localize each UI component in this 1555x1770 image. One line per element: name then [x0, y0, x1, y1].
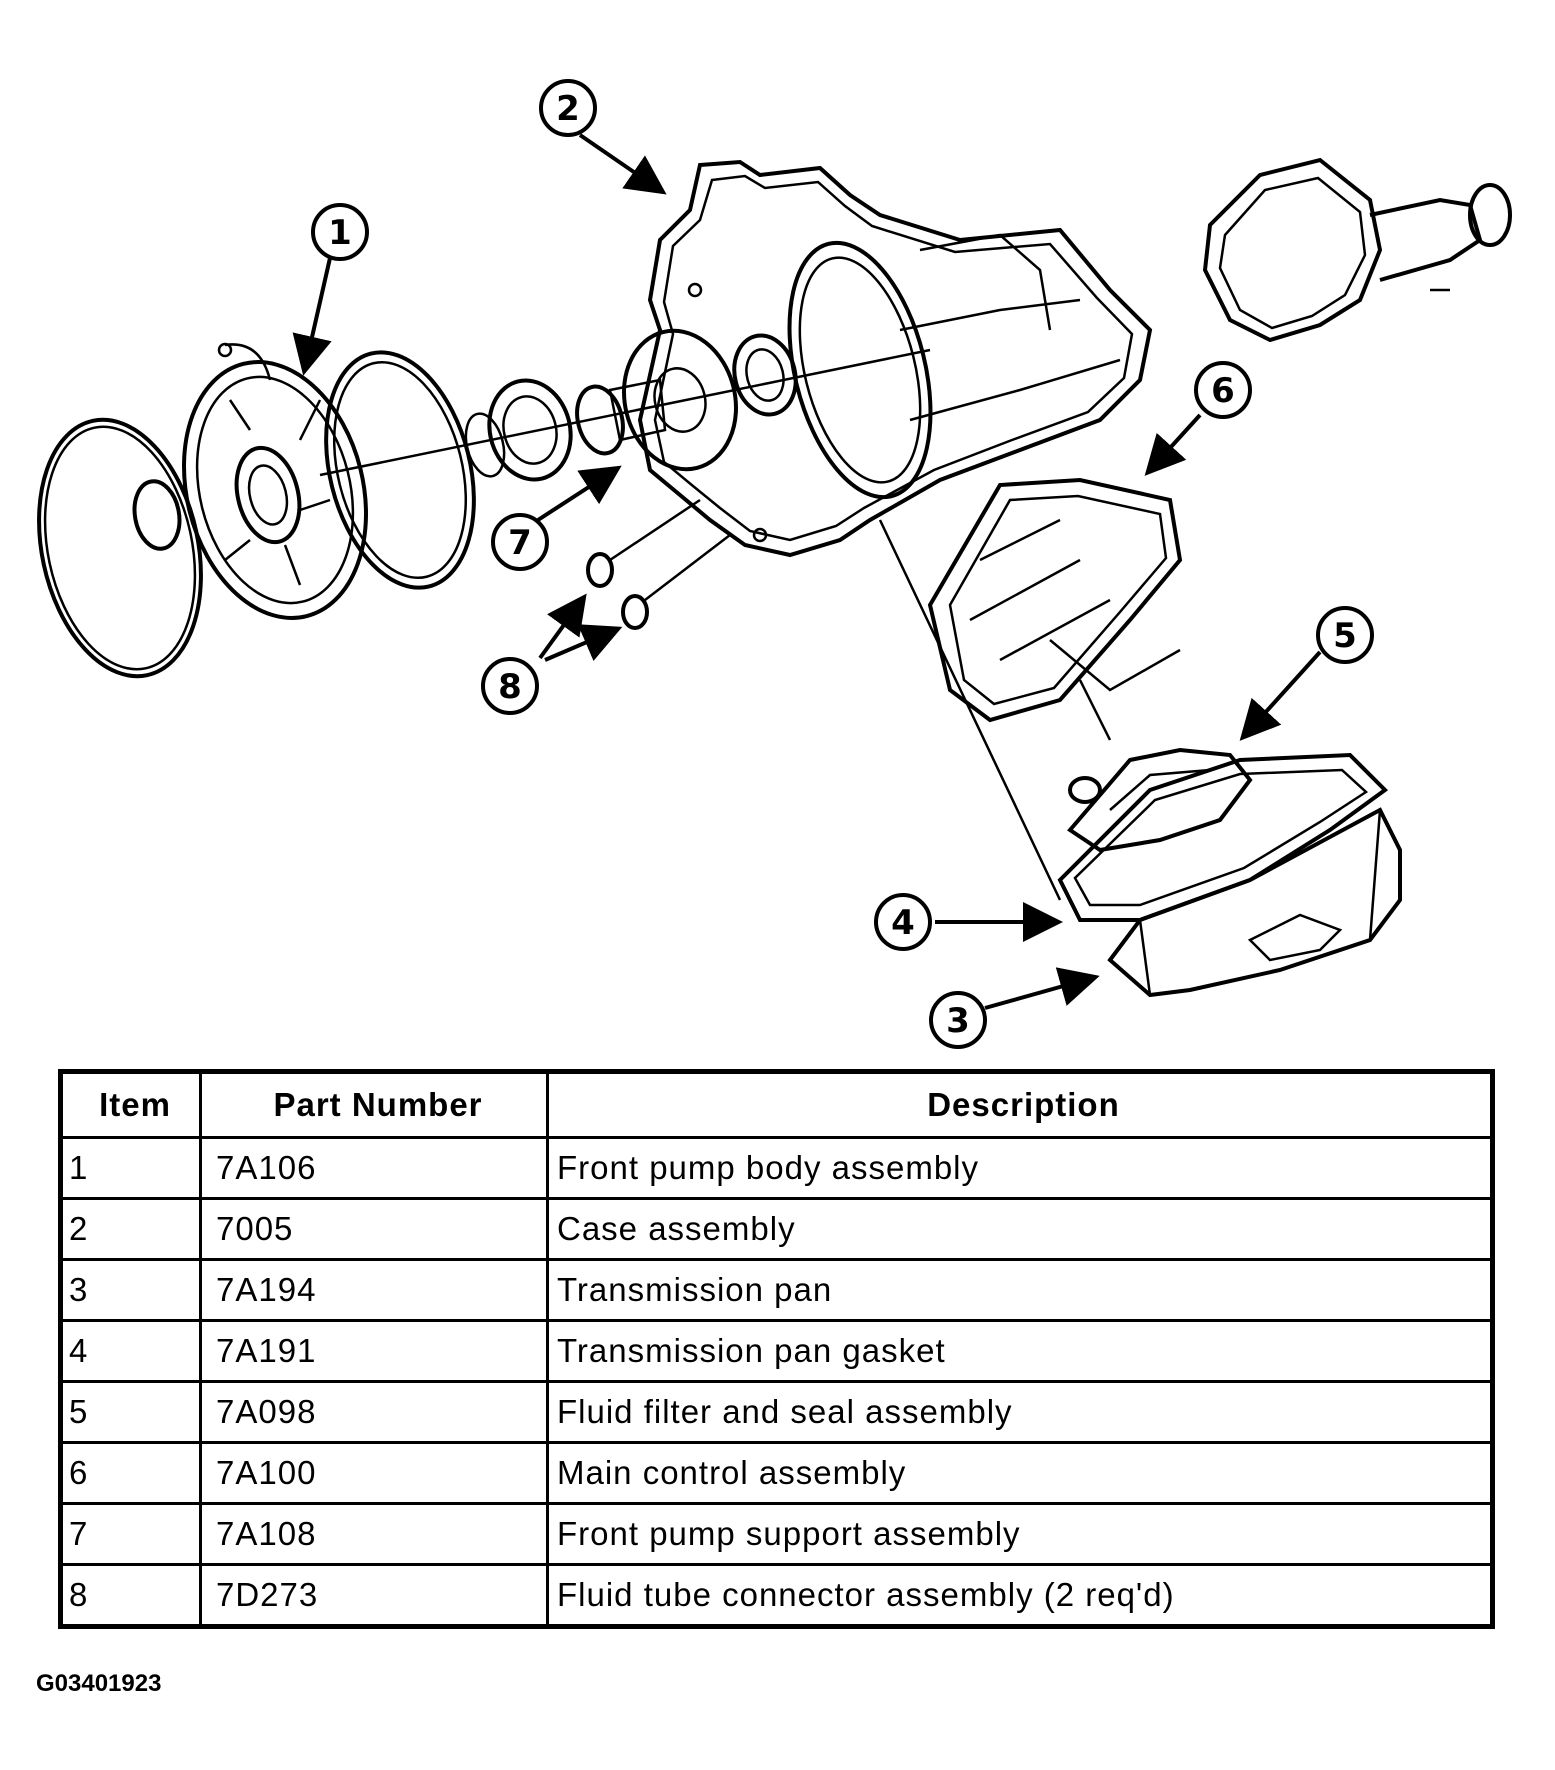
parts-table: Item Part Number Description 1 7A106 Fro… — [58, 1069, 1495, 1629]
cell-description: Transmission pan — [546, 1258, 1494, 1322]
svg-text:8: 8 — [498, 667, 522, 707]
svg-text:1: 1 — [328, 213, 352, 253]
svg-text:6: 6 — [1211, 371, 1235, 411]
pan-guide-line — [878, 519, 1062, 901]
table-row: 5 7A098 Fluid filter and seal assembly — [59, 1380, 1494, 1444]
cell-item: 4 — [59, 1319, 202, 1383]
transmission-pan — [1107, 807, 1402, 998]
callout-8: 8 — [481, 657, 539, 715]
table-row: 4 7A191 Transmission pan gasket — [59, 1319, 1494, 1383]
header-item: Item — [59, 1070, 202, 1139]
cell-item: 5 — [59, 1380, 202, 1444]
svg-text:2: 2 — [556, 89, 580, 129]
extension-housing — [1202, 157, 1512, 343]
main-control-assembly — [927, 477, 1183, 741]
shaft-axis-line — [319, 348, 931, 477]
table-row: 2 7005 Case assembly — [59, 1197, 1494, 1261]
o-ring-seal — [37, 417, 203, 679]
cell-part-number: 7A106 — [199, 1136, 549, 1200]
table-row: 8 7D273 Fluid tube connector assembly (2… — [59, 1563, 1494, 1628]
callout-6: 6 — [1194, 361, 1252, 419]
cell-description: Front pump support assembly — [546, 1502, 1494, 1566]
cell-description: Main control assembly — [546, 1441, 1494, 1505]
fluid-tube-connectors — [586, 498, 731, 630]
cell-part-number: 7A098 — [199, 1380, 549, 1444]
cell-part-number: 7005 — [199, 1197, 549, 1261]
exploded-transmission-diagram: 1 2 3 4 5 6 7 8 — [37, 79, 1512, 1049]
front-pump-body — [182, 342, 368, 620]
cell-part-number: 7A191 — [199, 1319, 549, 1383]
cell-part-number: 7A108 — [199, 1502, 549, 1566]
cell-description: Fluid tube connector assembly (2 req'd) — [546, 1563, 1494, 1628]
callout-7: 7 — [491, 513, 549, 571]
cell-description: Fluid filter and seal assembly — [546, 1380, 1494, 1444]
cell-item: 8 — [59, 1563, 202, 1628]
case-assembly — [637, 159, 1153, 558]
svg-text:7: 7 — [508, 523, 532, 563]
callout-4: 4 — [874, 893, 932, 951]
cell-item: 3 — [59, 1258, 202, 1322]
front-pump-support — [608, 328, 798, 472]
table-row: 3 7A194 Transmission pan — [59, 1258, 1494, 1322]
cell-description: Transmission pan gasket — [546, 1319, 1494, 1383]
cell-item: 2 — [59, 1197, 202, 1261]
header-description: Description — [546, 1070, 1494, 1139]
header-part-number: Part Number — [199, 1070, 549, 1139]
fluid-filter — [1067, 747, 1253, 853]
svg-text:5: 5 — [1333, 616, 1357, 656]
figure-code: G03401923 — [36, 1670, 162, 1697]
callout-2: 2 — [539, 79, 597, 137]
table-row: 1 7A106 Front pump body assembly — [59, 1136, 1494, 1200]
callout-3: 3 — [929, 991, 987, 1049]
cell-description: Case assembly — [546, 1197, 1494, 1261]
leader-arrows — [292, 133, 1322, 1010]
cell-item: 7 — [59, 1502, 202, 1566]
cell-part-number: 7A194 — [199, 1258, 549, 1322]
pan-gasket — [1057, 752, 1389, 922]
svg-text:3: 3 — [946, 1001, 970, 1041]
callout-1: 1 — [311, 203, 369, 261]
pump-gasket — [324, 350, 476, 590]
table-row: 7 7A108 Front pump support assembly — [59, 1502, 1494, 1566]
cell-part-number: 7D273 — [199, 1563, 549, 1628]
cell-item: 6 — [59, 1441, 202, 1505]
cell-item: 1 — [59, 1136, 202, 1200]
table-row: 6 7A100 Main control assembly — [59, 1441, 1494, 1505]
table-header-row: Item Part Number Description — [59, 1070, 1494, 1139]
cell-description: Front pump body assembly — [546, 1136, 1494, 1200]
cell-part-number: 7A100 — [199, 1441, 549, 1505]
svg-text:4: 4 — [891, 903, 915, 943]
callout-5: 5 — [1316, 606, 1374, 664]
